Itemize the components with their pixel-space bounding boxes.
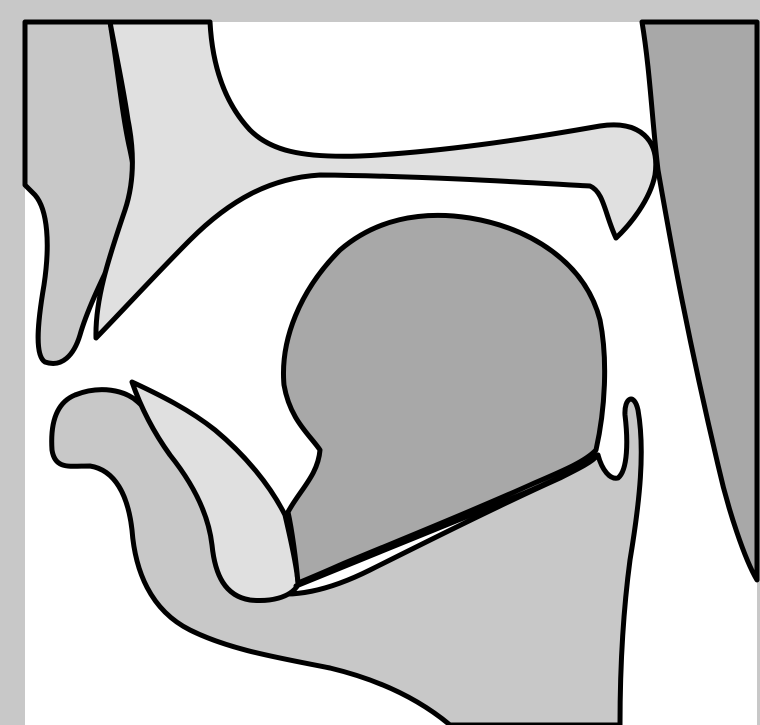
vocal-tract-diagram [0, 0, 760, 725]
